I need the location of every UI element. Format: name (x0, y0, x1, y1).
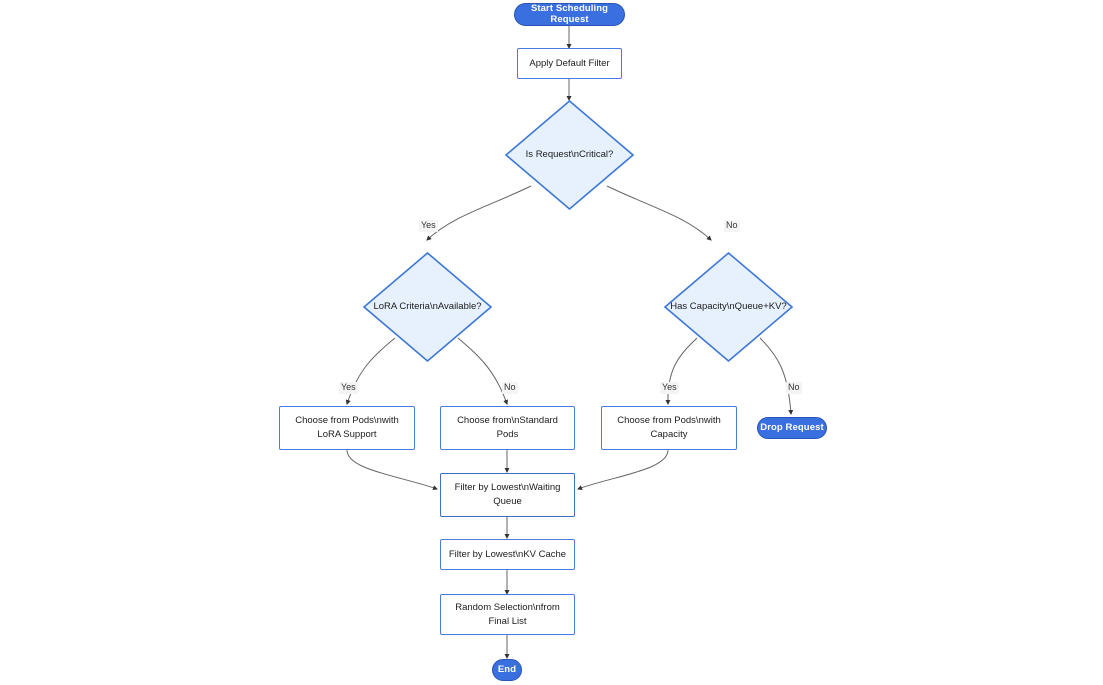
node-start[interactable]: Start Scheduling Request (514, 3, 625, 26)
node-choose-standard-pods-line1: Choose from\nStandard (457, 415, 558, 427)
node-random-selection-from-final-list-line1: Random Selection\nfrom (455, 601, 560, 613)
edge-label-capacity-yes: Yes (660, 382, 679, 394)
node-start-label: Start Scheduling Request (530, 3, 609, 25)
node-end-label: End (497, 663, 517, 675)
node-choose-pods-with-capacity-line1: Choose from Pods\nwith (617, 415, 721, 427)
diamond-shape-icon (505, 100, 634, 210)
node-apply-default-filter[interactable]: Apply Default Filter (517, 48, 622, 79)
edge-has-capacity-to-pods-capacity (665, 337, 698, 405)
edge-lora-criteria-to-pods-lora (345, 337, 396, 405)
node-random-selection-from-final-list[interactable]: Random Selection\nfrom Final List (440, 594, 575, 635)
node-filter-by-lowest-kv-cache-label: Filter by Lowest\nKV Cache (448, 548, 567, 560)
node-choose-pods-with-lora-support[interactable]: Choose from Pods\nwith LoRA Support (279, 406, 415, 450)
node-lora-criteria-available-label: LoRA Criteria\nAvailable? (373, 300, 482, 312)
node-choose-standard-pods[interactable]: Choose from\nStandard Pods (440, 406, 575, 450)
diamond-shape-icon (664, 252, 793, 362)
node-is-request-critical[interactable]: Is Request\nCritical? (505, 100, 634, 210)
node-is-request-critical-label: Is Request\nCritical? (525, 148, 614, 160)
diamond-shape-icon (363, 252, 492, 362)
node-filter-by-lowest-waiting-queue[interactable]: Filter by Lowest\nWaiting Queue (440, 473, 575, 517)
edge-is-critical-to-has-capacity (606, 185, 712, 241)
edge-label-critical-yes: Yes (419, 220, 438, 232)
edge-label-capacity-no: No (786, 382, 802, 394)
node-choose-pods-with-lora-support-line1: Choose from Pods\nwith (295, 415, 399, 427)
edge-lora-criteria-to-pods-standard (457, 337, 509, 405)
node-random-selection-from-final-list-line2: Final List (488, 615, 527, 627)
edge-label-lora-no: No (502, 382, 518, 394)
node-choose-pods-with-lora-support-line2: LoRA Support (317, 429, 377, 440)
node-has-capacity-queue-kv[interactable]: Has Capacity\nQueue+KV? (664, 252, 793, 362)
edge-is-critical-to-lora-criteria (426, 185, 532, 241)
edge-label-critical-no: No (724, 220, 740, 232)
node-choose-standard-pods-line2: Pods (496, 429, 519, 440)
node-filter-by-lowest-waiting-queue-line1: Filter by Lowest\nWaiting (454, 482, 561, 494)
node-choose-pods-with-capacity[interactable]: Choose from Pods\nwith Capacity (601, 406, 737, 450)
node-filter-by-lowest-waiting-queue-line2: Queue (493, 496, 522, 507)
node-apply-default-filter-label: Apply Default Filter (529, 57, 610, 69)
edge-has-capacity-to-drop-request (759, 337, 794, 415)
node-filter-by-lowest-kv-cache[interactable]: Filter by Lowest\nKV Cache (440, 539, 575, 570)
node-end[interactable]: End (492, 659, 522, 681)
node-drop-request[interactable]: Drop Request (757, 417, 827, 439)
node-has-capacity-queue-kv-label: Has Capacity\nQueue+KV? (670, 300, 787, 312)
node-drop-request-label: Drop Request (760, 421, 824, 433)
edge-pods-capacity-to-filter-queue (577, 449, 669, 490)
node-lora-criteria-available[interactable]: LoRA Criteria\nAvailable? (363, 252, 492, 362)
node-choose-pods-with-capacity-line2: Capacity (650, 429, 688, 440)
edge-pods-lora-to-filter-queue (346, 449, 438, 491)
edge-label-lora-yes: Yes (339, 382, 358, 394)
